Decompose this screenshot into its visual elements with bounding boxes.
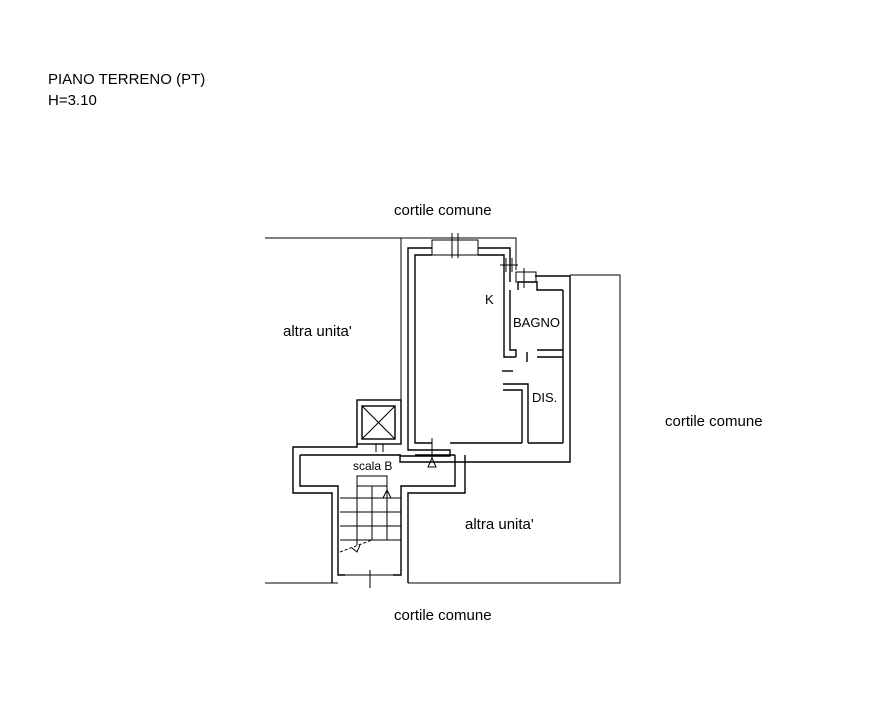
apartment-walls bbox=[399, 247, 571, 463]
ceiling-height: H=3.10 bbox=[48, 92, 97, 109]
courtyard-right-label: cortile comune bbox=[665, 413, 763, 430]
room-kitchen-label: K bbox=[485, 292, 494, 307]
courtyard-bottom-label: cortile comune bbox=[394, 607, 492, 624]
stair-b-label: scala B bbox=[353, 459, 393, 473]
other-unit-bottom-label: altra unita' bbox=[465, 516, 534, 533]
stairwell bbox=[292, 444, 466, 588]
room-hallway-label: DIS. bbox=[532, 390, 558, 405]
window-marks bbox=[431, 233, 537, 450]
boundary-lines bbox=[265, 237, 621, 584]
internal-partitions bbox=[502, 281, 563, 443]
lift-shaft bbox=[356, 399, 402, 452]
floor-title: PIANO TERRENO (PT) bbox=[48, 71, 206, 88]
room-bathroom-label: BAGNO bbox=[513, 315, 560, 330]
courtyard-top-label: cortile comune bbox=[394, 202, 492, 219]
other-unit-left-label: altra unita' bbox=[283, 323, 352, 340]
